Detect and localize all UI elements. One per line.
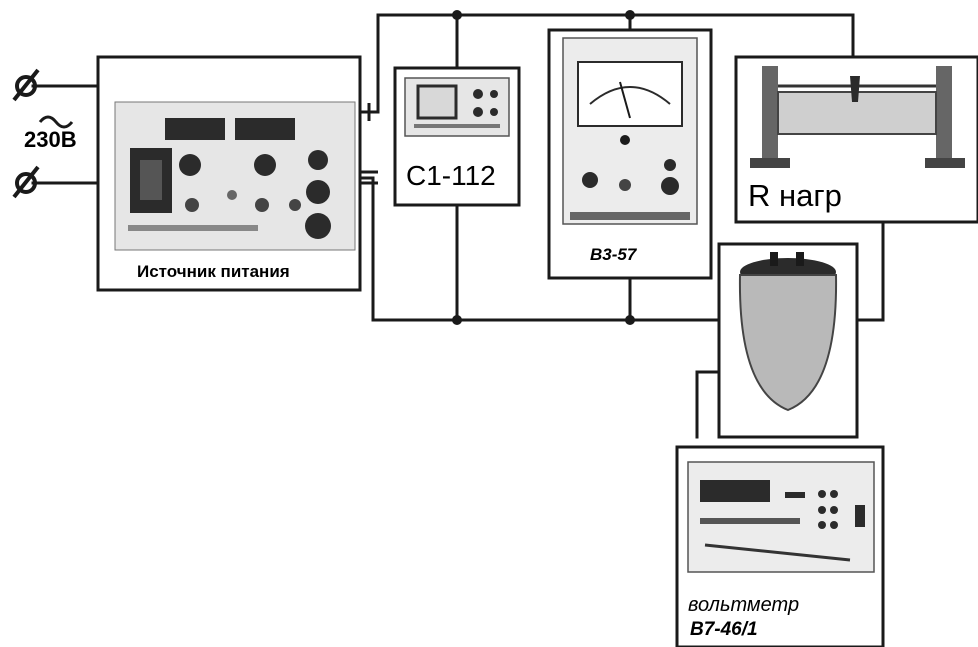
knob-icon xyxy=(619,179,631,191)
rheostat-stand-left xyxy=(762,66,778,166)
ac-symbol-icon xyxy=(38,115,74,129)
knob-icon xyxy=(289,199,301,211)
load-resistor xyxy=(734,55,978,224)
rheostat-stand-right xyxy=(936,66,952,166)
needle-icon xyxy=(619,81,631,119)
junction-dots xyxy=(452,10,635,325)
knob-icon xyxy=(664,159,676,171)
knob-icon xyxy=(473,107,483,117)
sensor-vessel xyxy=(717,242,859,439)
junction-dot xyxy=(452,10,462,20)
ac-voltmeter xyxy=(547,28,713,280)
knob-icon xyxy=(582,172,598,188)
wire-plus-lead xyxy=(358,13,380,114)
vessel-body xyxy=(738,274,838,412)
oscilloscope-screen xyxy=(416,84,458,120)
knob-icon xyxy=(308,150,328,170)
knob-icon xyxy=(830,506,838,514)
load-label: R нагр xyxy=(748,178,842,213)
power-supply-label: Источник питания xyxy=(137,262,290,281)
knob-icon xyxy=(620,135,630,145)
wire-bottom-bus xyxy=(371,308,885,322)
knob-icon xyxy=(830,521,838,529)
wire-top-bus xyxy=(376,13,855,62)
ac-voltmeter-label: В3-57 xyxy=(590,245,637,264)
knob-icon xyxy=(818,506,826,514)
knob-icon xyxy=(306,180,330,204)
oscilloscope-label: С1-112 xyxy=(406,160,496,191)
junction-dot xyxy=(625,10,635,20)
junction-dot xyxy=(452,315,462,325)
knob-icon xyxy=(490,108,498,116)
digital-voltmeter-body xyxy=(687,461,875,573)
knob-icon xyxy=(473,89,483,99)
oscilloscope xyxy=(393,66,521,207)
power-supply xyxy=(96,55,362,292)
digital-voltmeter xyxy=(675,445,885,647)
knob-icon xyxy=(254,154,276,176)
knob-icon xyxy=(227,190,237,200)
knob-icon xyxy=(661,177,679,195)
wire-minus-lead xyxy=(358,176,375,322)
knob-icon xyxy=(185,198,199,212)
digital-voltmeter-label: вольтметр xyxy=(688,594,800,616)
digital-voltmeter-display xyxy=(700,480,770,502)
knob-icon xyxy=(490,90,498,98)
knob-icon xyxy=(830,490,838,498)
digital-voltmeter-model: В7-46/1 xyxy=(690,619,758,640)
knob-icon xyxy=(179,154,201,176)
knob-icon xyxy=(255,198,269,212)
power-supply-display-left xyxy=(165,118,225,140)
power-supply-display-right xyxy=(235,118,295,140)
rheostat-slider-icon xyxy=(850,76,860,102)
mains-voltage-label: 230В xyxy=(24,127,77,152)
output-terminals xyxy=(360,103,378,185)
junction-dot xyxy=(625,315,635,325)
mains-terminal-top xyxy=(12,68,40,102)
knob-icon xyxy=(818,490,826,498)
knob-icon xyxy=(305,213,331,239)
mains-terminal-bottom xyxy=(12,165,40,199)
knob-icon xyxy=(818,521,826,529)
